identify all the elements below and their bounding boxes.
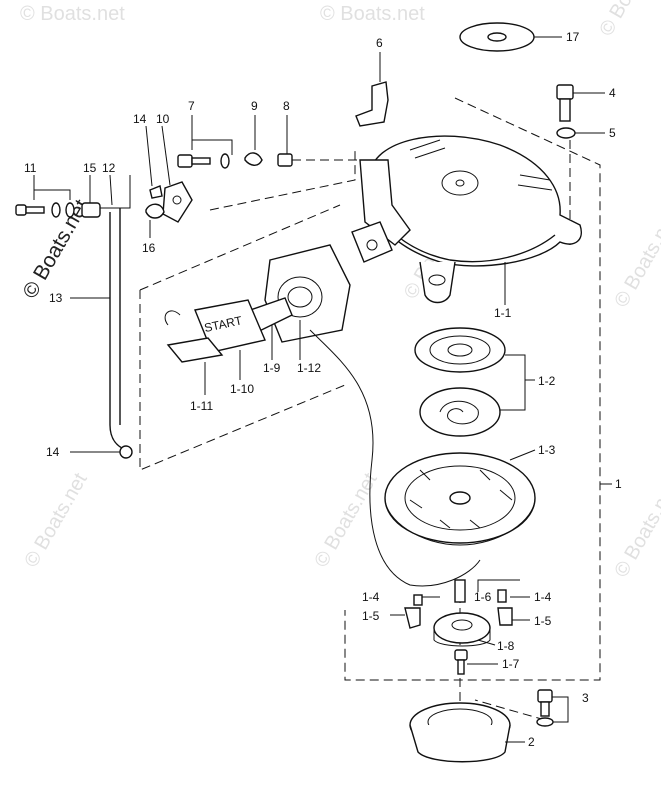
part-1-6-spring [454,579,466,603]
watermark-faint: © Boats.net [20,469,92,571]
part-1-4-spring-left [413,594,423,606]
label-1-2: 1-2 [538,374,556,388]
label-8: 8 [283,99,290,113]
label-1-4-left: 1-4 [362,590,380,604]
part-6-lever [355,52,389,127]
part-14-clip-top [145,125,163,199]
label-9: 9 [251,99,258,113]
watermark-faint: © Boats.net [610,209,661,311]
part-13-link-rod [70,175,131,451]
part-1-5-pawl-right [497,607,513,626]
part-1-11-cover [166,337,224,395]
part-1-5-pawl-left [404,607,421,629]
part-11-screw [15,175,75,218]
label-14-bottom: 14 [46,445,60,459]
label-1-5-left: 1-5 [362,609,380,623]
handle-boundary [139,204,346,471]
part-1-4-spring-right [497,589,507,603]
label-1-1: 1-1 [494,306,512,320]
label-1-10: 1-10 [230,382,254,396]
part-1-1-starter-housing [369,135,582,305]
part-5-washer [556,127,605,139]
part-8-sleeve [277,115,368,167]
label-1-11: 1-11 [190,399,213,413]
label-1-9: 1-9 [263,361,281,375]
label-3: 3 [582,691,589,705]
label-1: 1 [615,477,622,491]
label-4: 4 [609,86,616,100]
part-12-pin [109,174,113,206]
watermark-faint: © Boats.net [610,479,661,581]
part-cam-bracket [351,159,411,263]
label-6: 6 [376,36,383,50]
label-1-8: 1-8 [497,639,515,653]
part-16-clip [145,203,165,238]
part-3-bolt [536,689,569,727]
label-2: 2 [528,735,535,749]
label-1-7: 1-7 [502,657,520,671]
label-1-12: 1-12 [297,361,321,375]
label-11: 11 [24,161,37,175]
label-1-3: 1-3 [538,443,556,457]
part-10-bracket [161,125,193,223]
part-7-screw [177,115,233,169]
leader-lines [390,298,612,665]
label-16: 16 [142,241,156,255]
label-13: 13 [49,291,63,305]
label-1-4-right: 1-4 [534,590,552,604]
part-4-bolt [556,84,605,122]
part-1-3-reel [384,452,536,546]
watermark-faint: © Boats.net [20,3,125,25]
bolt3-guide [474,699,546,721]
label-1-6: 1-6 [474,590,492,604]
label-1-5-right: 1-5 [534,614,552,628]
label-12: 12 [102,161,116,175]
watermark-faint: © Boats.net [320,3,425,25]
label-7: 7 [188,99,195,113]
part-1-2-spring-case [414,327,526,437]
label-17: 17 [566,30,580,44]
label-14-top: 14 [133,112,147,126]
part-2-starter-cup [409,702,525,763]
part-14-clip-bottom [70,445,133,459]
starter-rope [309,329,481,587]
part-labels: 17 6 4 5 7 9 8 14 10 11 15 12 16 13 1-1 … [24,30,622,749]
label-5: 5 [609,126,616,140]
watermark-faint: © Boats.net [595,0,661,40]
label-10: 10 [156,112,170,126]
assembly-boundary [344,97,601,681]
part-9-spring [244,115,263,166]
part-17-disc [459,22,562,52]
part-1-8-ratchet [433,612,491,647]
label-15: 15 [83,161,97,175]
part-1-10-start-handle: START [164,299,266,380]
part-15-collar [81,175,101,218]
part-1-7-screw [454,649,468,675]
